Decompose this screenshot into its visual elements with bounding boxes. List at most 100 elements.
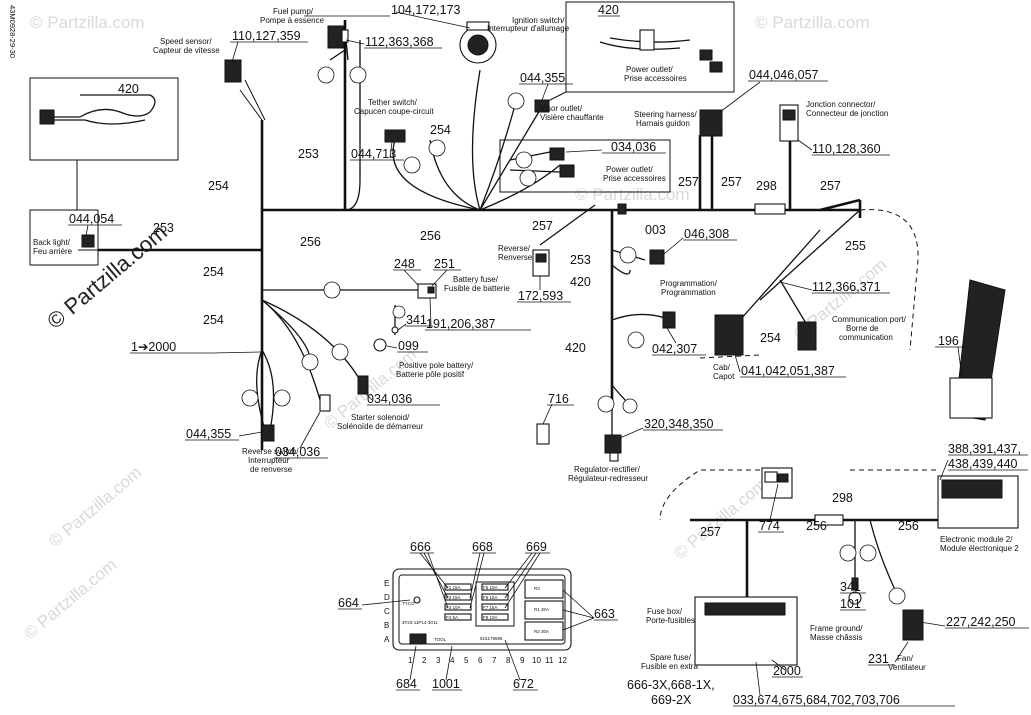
col-label: 2	[422, 656, 427, 665]
callout-spare-fuses: 666-3X,668-1X,	[627, 678, 715, 692]
label-electronic-module: Electronic module 2/	[940, 535, 1013, 544]
callout-042-307: 042,307	[652, 342, 697, 356]
relay-label: R1 30A	[534, 607, 549, 612]
callout-101: 101	[840, 597, 861, 611]
components	[224, 21, 1019, 666]
label-spare-fuse: Fusible en extra	[641, 662, 698, 671]
fuse-label: F8 10A	[483, 615, 498, 620]
callout-256: 256	[300, 235, 321, 249]
fuse-box-serial: 515179886	[480, 636, 503, 641]
row-label: E	[384, 579, 389, 588]
programming-icon	[662, 311, 676, 329]
fuse-label: F4 5A	[446, 615, 458, 620]
fuse-label: F6 15A	[483, 595, 498, 600]
callout-255: 255	[845, 239, 866, 253]
callout-tether: 044,713	[351, 147, 396, 161]
watermark: © Partzilla.com	[575, 185, 690, 204]
label-battery-fuse: Battery fuse/	[453, 275, 499, 284]
label-fuse-box: Fuse box/	[647, 607, 683, 616]
label-reverse-switch: Interrupteur	[248, 456, 290, 465]
label-ignition: Ignition switch/	[512, 16, 565, 25]
col-label: 11	[545, 656, 554, 665]
back-light-inset	[29, 77, 179, 161]
callout-254: 254	[203, 265, 224, 279]
callout-672: 672	[513, 677, 534, 691]
callout-257: 257	[532, 219, 553, 233]
label-junction: Jonction connector/	[806, 100, 876, 109]
callout-248: 248	[394, 257, 415, 271]
fuse-label: F2 15A	[446, 595, 461, 600]
callout-172-593: 172,593	[518, 289, 563, 303]
label-power-outlet-1: Prise accessoires	[624, 74, 687, 83]
label-junction: Connecteur de jonction	[806, 109, 888, 118]
label-cab: Capot	[713, 372, 735, 381]
callout-420: 420	[570, 275, 591, 289]
row-label: C	[384, 607, 390, 616]
relay-label: R2 30A	[534, 629, 549, 634]
label-ignition: Interrupteur d'allumage	[487, 24, 570, 33]
callout-steering: 044,046,057	[749, 68, 819, 82]
label-fan: Ventilateur	[888, 663, 926, 672]
callout-fuel-pump: 112,363,368	[365, 35, 434, 49]
callout-666: 666	[410, 540, 431, 554]
col-label: 4	[450, 656, 455, 665]
cab-connector-icon	[714, 314, 744, 356]
callout-253: 253	[570, 253, 591, 267]
callout-034-036: 034,036	[367, 392, 412, 406]
lower-harness	[690, 467, 940, 610]
communication-port-icon	[797, 321, 817, 351]
power-outlet-inset	[565, 1, 735, 93]
label-tether: Tether switch/	[368, 98, 418, 107]
label-positive-pole: Batterie pôle positif	[396, 370, 465, 379]
callout-2000: 2000	[773, 664, 801, 678]
col-label: 12	[558, 656, 567, 665]
watermark-main: © Partzilla.com	[42, 219, 172, 333]
callout-speed-sensor: 110,127,359	[232, 29, 301, 43]
col-label: 5	[464, 656, 469, 665]
callout-257: 257	[700, 525, 721, 539]
fuse-box-detail: F1 15A F2 15A F3 10A F4 5A F5 10A F6 15A…	[338, 552, 618, 691]
label-reverse-switch: de renverse	[250, 465, 293, 474]
callout-ignition: 104,172,173	[391, 3, 461, 17]
leader-lines	[68, 11, 1029, 707]
back-light-box	[29, 209, 99, 266]
callout-back-inset: 420	[118, 82, 139, 96]
label-regulator: Régulateur-redresseur	[568, 474, 648, 483]
tether-switch-icon	[384, 129, 406, 143]
label-visor: Visière chauffante	[540, 113, 604, 122]
label-regulator: Regulator-rectifier/	[574, 465, 641, 474]
callout-electronic-module: 388,391,437,	[948, 442, 1021, 456]
branch-wires	[78, 29, 861, 440]
callout-716: 716	[548, 392, 569, 406]
back-light-wiring	[39, 94, 156, 248]
label-reverse: Reverse/	[498, 244, 531, 253]
label-back-light: Feu arrière	[33, 247, 73, 256]
callout-fuse-box-parts: 033,674,675,684,702,703,706	[733, 693, 900, 707]
callout-junction: 110,128,360	[812, 142, 881, 156]
callout-254: 254	[760, 331, 781, 345]
label-back-light: Back light/	[33, 238, 71, 247]
callout-254: 254	[208, 179, 229, 193]
label-frame-ground: Masse châssis	[810, 633, 862, 642]
label-electronic-module: Module électronique 2	[940, 544, 1019, 553]
drawing-code: 43M0928-29-30	[8, 5, 17, 58]
label-cab: Cab/	[713, 363, 731, 372]
callout-spare-fuses: 669-2X	[651, 693, 692, 707]
callout-231: 231	[868, 652, 889, 666]
callout-outlet-inset: 420	[598, 3, 619, 17]
col-label: 1	[408, 656, 413, 665]
col-label: 10	[532, 656, 541, 665]
callout-420: 420	[565, 341, 586, 355]
label-communication-port: Communication port/	[832, 315, 907, 324]
row-label: A	[384, 635, 390, 644]
wire-color-tags	[241, 66, 906, 605]
callout-320-348-350: 320,348,350	[644, 417, 714, 431]
label-fuse-box: Porte-fusibles	[646, 616, 695, 625]
label-battery-fuse: Fusible de batterie	[444, 284, 510, 293]
component-labels: Speed sensor/ Capteur de vitesse Fuel pu…	[33, 7, 1019, 672]
callout-684: 684	[396, 677, 417, 691]
fan-icon	[902, 609, 924, 641]
fuse-box-code: 4F23-11P14-3011	[402, 620, 438, 625]
steering-harness-icon	[699, 109, 723, 137]
